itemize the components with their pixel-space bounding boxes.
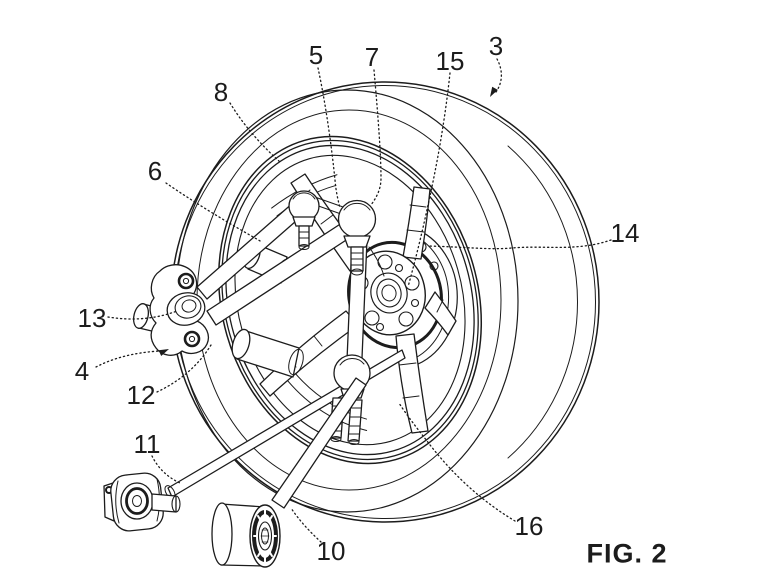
leader-arrowheads	[158, 86, 498, 356]
leader-8	[229, 102, 281, 163]
leader-3	[495, 58, 503, 93]
ref-label-4: 4	[74, 356, 90, 386]
ref-label-6: 6	[147, 156, 163, 186]
arrowhead-4	[158, 349, 169, 356]
roller-rod	[271, 377, 367, 509]
ref-label-16: 16	[514, 511, 544, 541]
figure-caption: FIG. 2	[586, 538, 668, 569]
ref-label-5: 5	[308, 40, 324, 70]
leader-15	[407, 72, 451, 288]
ref-label-14: 14	[610, 218, 640, 248]
leader-4	[95, 350, 161, 368]
ref-label-3: 3	[488, 31, 504, 61]
knuckle-flange	[149, 264, 210, 356]
ref-label-11: 11	[133, 429, 161, 459]
leader-6	[165, 182, 263, 243]
upper-ball-joint-front	[288, 190, 320, 250]
arrowhead-3	[490, 86, 498, 97]
leader-16	[398, 402, 516, 522]
ref-label-7: 7	[364, 42, 380, 72]
ref-label-15: 15	[435, 46, 465, 76]
bushing-eye	[103, 472, 181, 532]
ref-label-13: 13	[77, 303, 107, 333]
leader-13	[107, 310, 178, 320]
upper-ball-joint-rear	[337, 199, 377, 276]
roller	[211, 502, 281, 568]
ref-label-8: 8	[213, 77, 229, 107]
leader-5	[317, 67, 341, 209]
leader-lines	[95, 58, 612, 543]
ref-label-12: 12	[126, 380, 156, 410]
ref-label-10: 10	[316, 536, 346, 566]
leader-10	[290, 507, 322, 543]
leader-14	[427, 239, 612, 250]
knuckle-link	[368, 246, 385, 277]
leader-7	[370, 69, 382, 206]
